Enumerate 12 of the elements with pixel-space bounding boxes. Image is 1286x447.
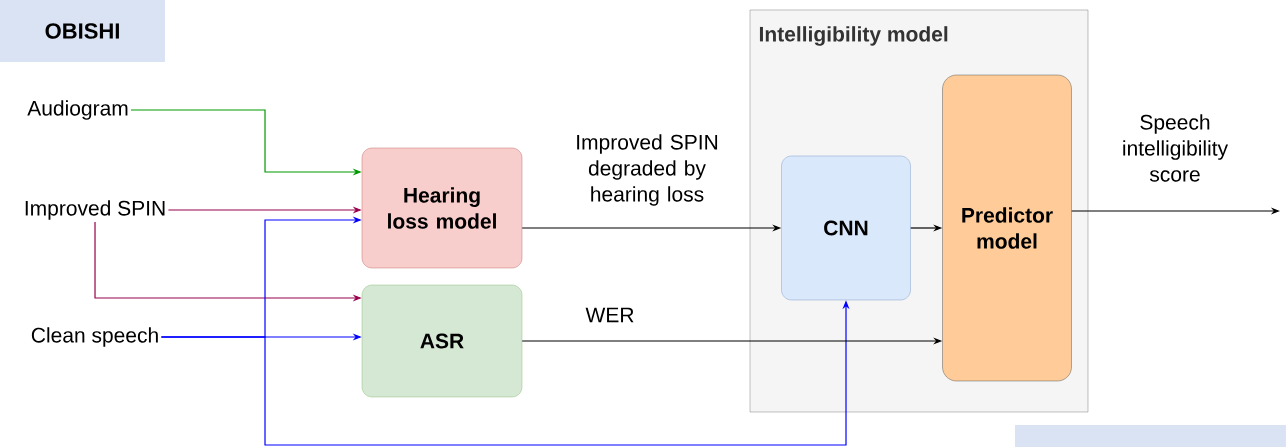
edge-label: Speech intelligibility score	[1123, 114, 1228, 182]
edge-label: WER	[585, 307, 634, 323]
process-box: ASR	[361, 284, 523, 398]
title-box: OBISHI	[0, 0, 165, 62]
input-label: Clean speech	[31, 327, 158, 347]
edge-label: Improved SPIN degraded by hearing loss	[577, 134, 718, 206]
process-box: CNN	[781, 155, 911, 301]
input-label: Improved SPIN	[25, 200, 165, 220]
group-heading: Intelligibility model	[759, 26, 948, 46]
process-box: Hearing loss model	[361, 147, 523, 269]
input-label: Audiogram	[27, 100, 128, 120]
process-box: Predictor model	[942, 74, 1072, 382]
